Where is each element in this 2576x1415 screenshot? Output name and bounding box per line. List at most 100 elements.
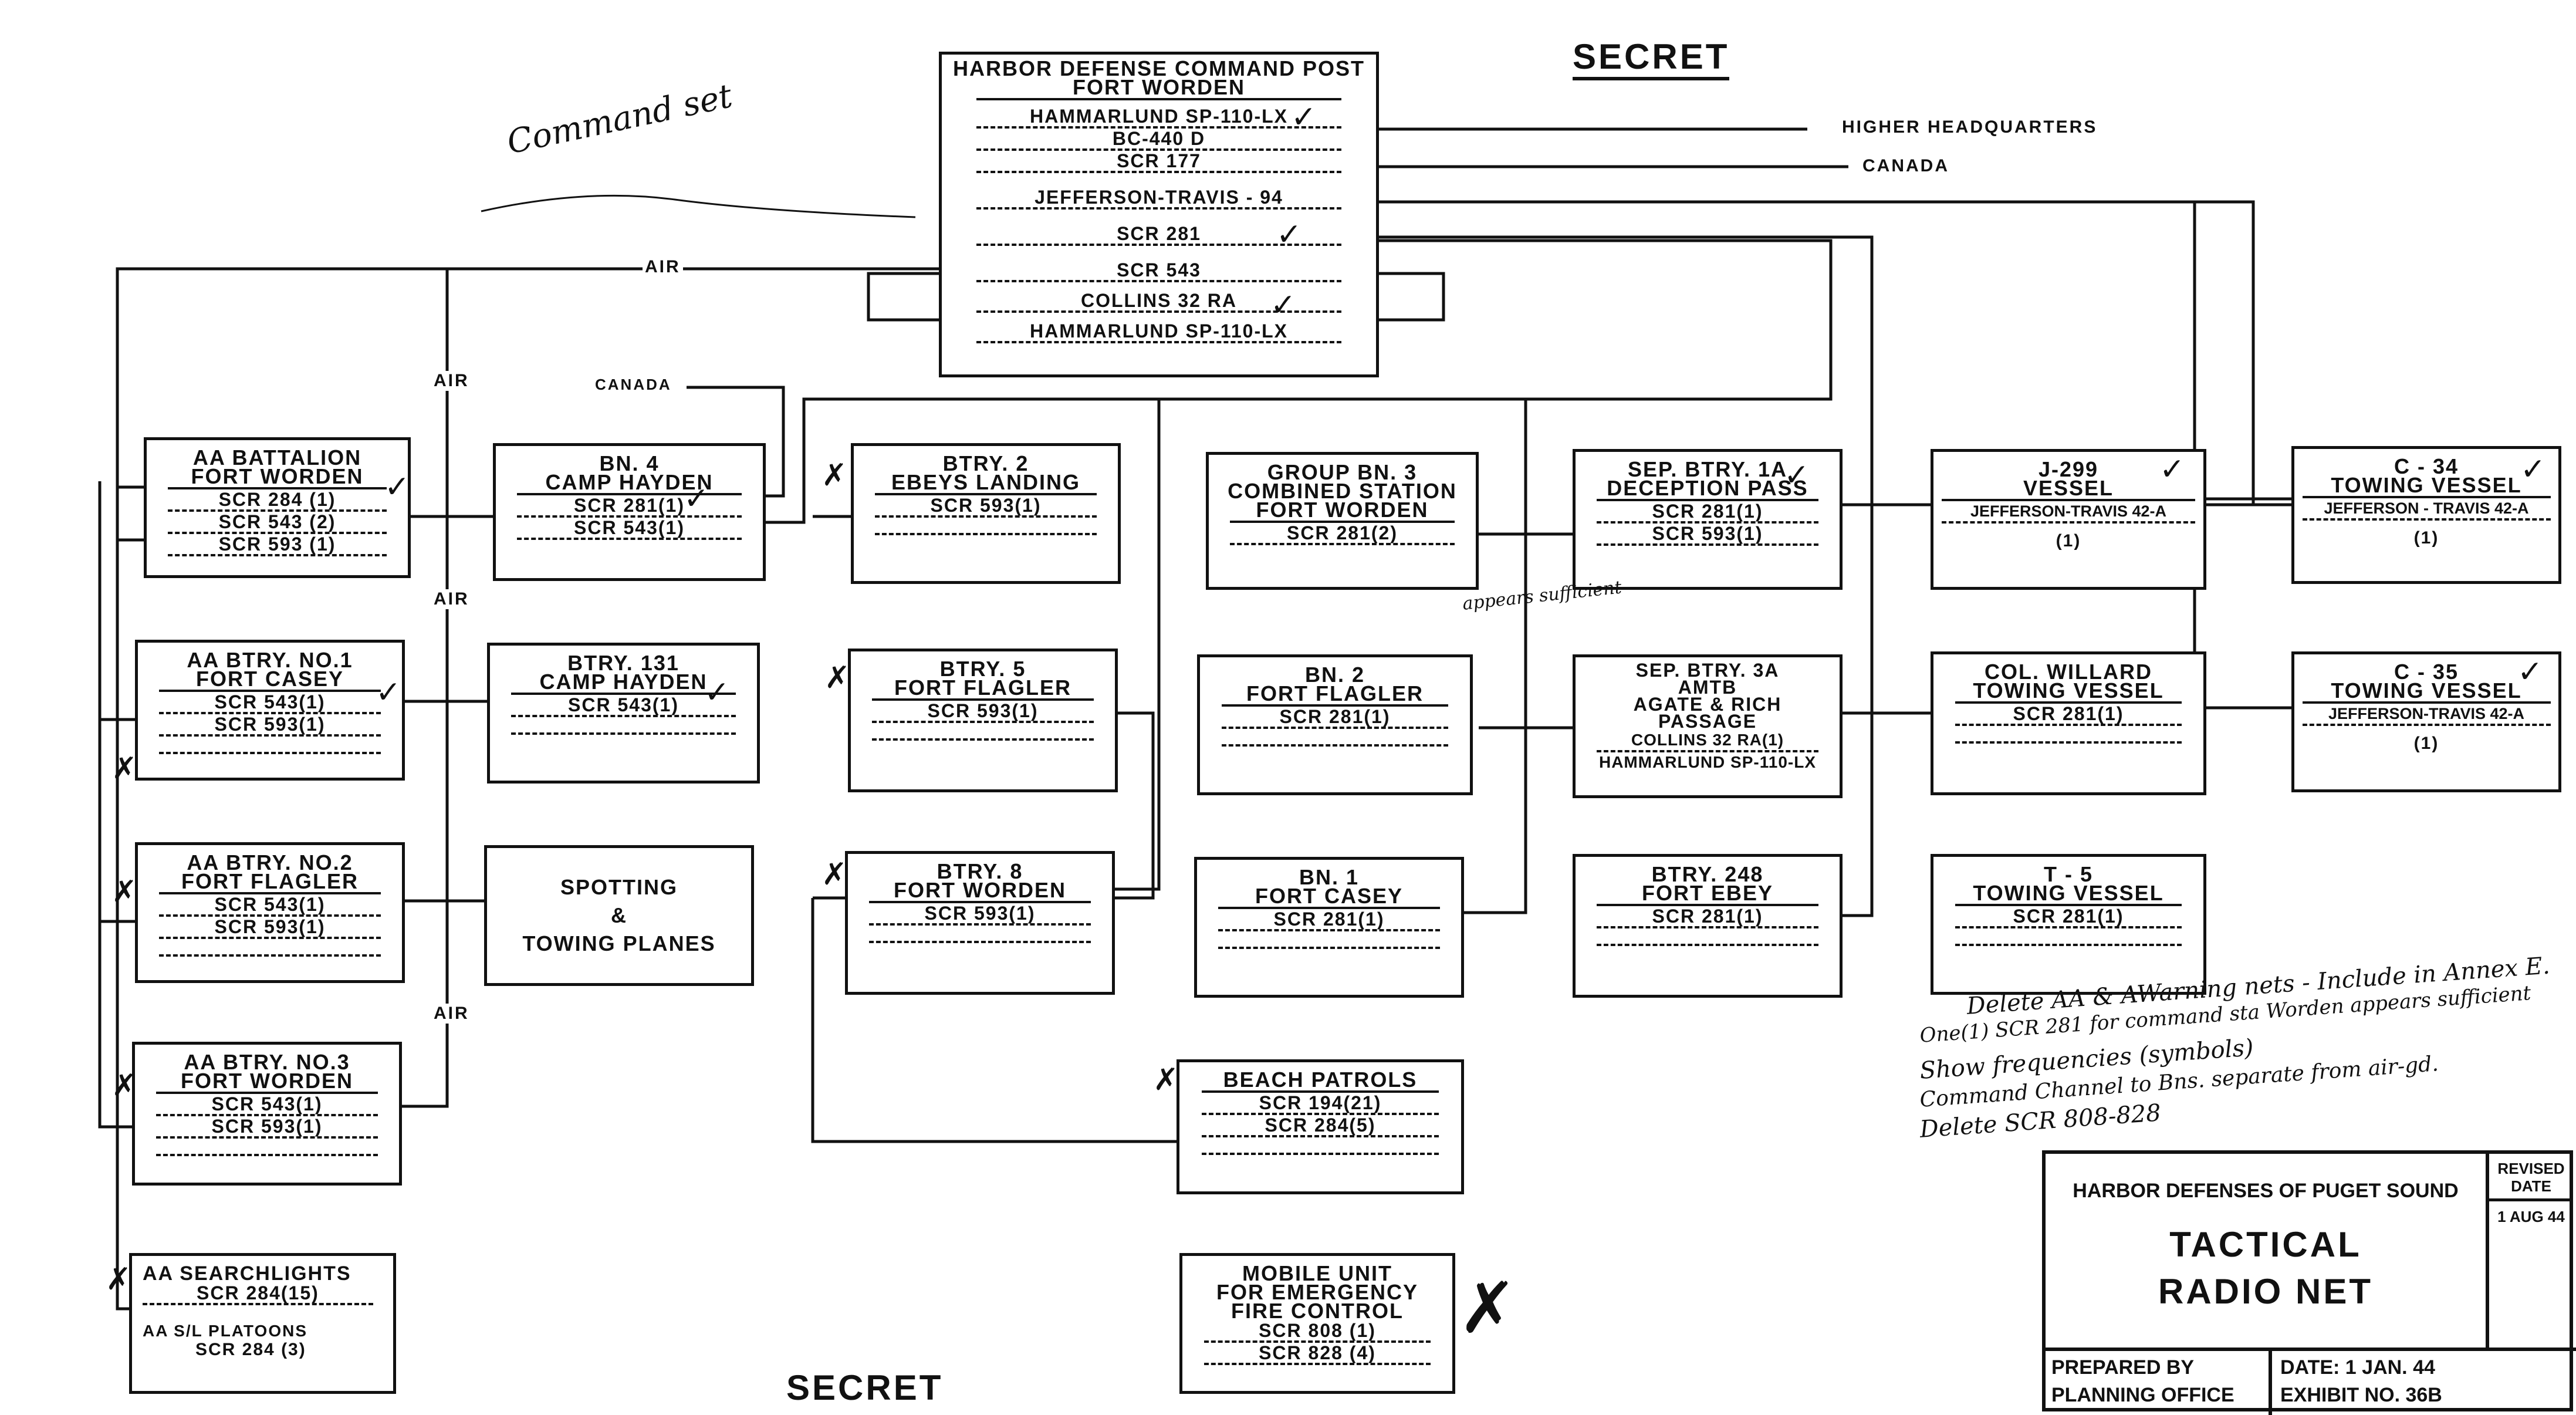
check-mark-icon: ✓ xyxy=(684,481,709,516)
box-col-willard: COL. WILLARD TOWING VESSEL SCR 281(1) xyxy=(1931,651,2206,795)
group-bn3-title-1: GROUP BN. 3 xyxy=(1267,460,1418,484)
sep-btry1a-item-1: SCR 281(1) xyxy=(1597,501,1818,524)
bn2-title-2: FORT FLAGLER xyxy=(1246,681,1424,705)
beach-patrols-item-1: SCR 194(21) xyxy=(1202,1093,1439,1115)
cross-mark-icon: ✗ xyxy=(822,857,847,892)
line-left-trunk xyxy=(98,481,387,1129)
cross-mark-icon: ✗ xyxy=(111,874,137,910)
aa-battalion-item-1: SCR 284 (1) xyxy=(167,489,387,512)
box-aa-battalion: AA BATTALION FORT WORDEN SCR 284 (1) SCR… xyxy=(144,437,411,578)
aa-btry1-item-1: SCR 543(1) xyxy=(159,692,381,714)
check-mark-icon: ✓ xyxy=(2517,654,2543,690)
aa-sl-platoons-title: AA S/L PLATOONS xyxy=(143,1322,307,1340)
btry2-item-1: SCR 593(1) xyxy=(875,495,1097,518)
label-air-2: AIR xyxy=(431,371,472,391)
aa-battalion-title-2: FORT WORDEN xyxy=(191,464,364,488)
cp-title-1: HARBOR DEFENSE COMMAND POST xyxy=(952,56,1365,80)
check-mark-icon: ✓ xyxy=(1291,100,1317,135)
aa-battalion-item-3: SCR 593 (1) xyxy=(167,534,387,556)
aa-searchlights-title: AA SEARCHLIGHTS xyxy=(143,1262,351,1285)
aa-btry2-item-2: SCR 593(1) xyxy=(159,917,381,939)
aa-searchlights-item-1: SCR 284(15) xyxy=(143,1283,373,1305)
aa-btry3-item-2: SCR 593(1) xyxy=(156,1116,378,1139)
aa-btry1-title-1: AA BTRY. NO.1 xyxy=(187,648,353,672)
title-block-revised-date: 1 AUG 44 xyxy=(2497,1208,2565,1225)
secret-stamp-bottom: SECRET xyxy=(786,1368,944,1407)
check-mark-icon: ✓ xyxy=(2159,452,2185,487)
box-j299: J-299 VESSEL JEFFERSON-TRAVIS 42-A (1) xyxy=(1931,449,2206,590)
sep-btry3a-item-1: COLLINS 32 RA(1) xyxy=(1597,730,1818,752)
bn2-title-1: BN. 2 xyxy=(1304,663,1365,687)
sep-btry3a-title-3: AGATE & RICH xyxy=(1633,694,1782,715)
cross-mark-icon: ✗ xyxy=(822,458,847,493)
line-jt94-c35 xyxy=(2193,202,2291,710)
btry2-title-2: EBEYS LANDING xyxy=(891,470,1081,494)
btry5-title-2: FORT FLAGLER xyxy=(894,676,1071,700)
cross-mark-icon: ✗ xyxy=(111,751,137,786)
c35-item-2: (1) xyxy=(2413,734,2439,753)
btry248-item-1: SCR 281(1) xyxy=(1597,906,1818,928)
line-air-trunk xyxy=(387,269,449,1108)
box-sep-btry-3a: SEP. BTRY. 3A AMTB AGATE & RICH PASSAGE … xyxy=(1573,654,1843,798)
cp-item-4: JEFFERSON-TRAVIS - 94 xyxy=(976,187,1341,210)
bn1-item-1: SCR 281(1) xyxy=(1218,909,1440,931)
aa-battalion-item-2: SCR 543 (2) xyxy=(167,512,387,534)
aa-btry2-title-1: AA BTRY. NO.2 xyxy=(187,850,353,874)
box-aa-searchlights: AA SEARCHLIGHTS SCR 284(15) AA S/L PLATO… xyxy=(129,1253,396,1394)
box-beach-patrols: BEACH PATROLS SCR 194(21) SCR 284(5) xyxy=(1177,1059,1464,1194)
bn4-item-1: SCR 281(1) xyxy=(517,495,742,518)
col-willard-title-2: TOWING VESSEL xyxy=(1973,678,2164,703)
cross-mark-icon: ✗ xyxy=(106,1262,131,1297)
cross-mark-icon: ✗ xyxy=(1153,1062,1179,1097)
title-block-date: DATE: 1 JAN. 44 xyxy=(2280,1356,2435,1379)
title-block: HARBOR DEFENSES OF PUGET SOUND TACTICAL … xyxy=(2042,1150,2576,1415)
j299-item-1: JEFFERSON-TRAVIS 42-A xyxy=(1941,501,2196,524)
btry5-item-1: SCR 593(1) xyxy=(872,701,1094,723)
box-bn4: BN. 4 CAMP HAYDEN SCR 281(1) SCR 543(1) xyxy=(493,443,766,581)
c34-title-1: C - 34 xyxy=(2394,454,2459,478)
box-aa-btry-3: AA BTRY. NO.3 FORT WORDEN SCR 543(1) SCR… xyxy=(132,1042,402,1186)
aa-btry1-title-2: FORT CASEY xyxy=(195,667,344,691)
mobile-unit-title-3: FIRE CONTROL xyxy=(1231,1299,1404,1323)
check-mark-icon: ✓ xyxy=(2520,452,2546,487)
box-mobile-unit: MOBILE UNIT FOR EMERGENCY FIRE CONTROL S… xyxy=(1179,1253,1455,1394)
sep-btry1a-item-2: SCR 593(1) xyxy=(1597,524,1818,546)
mobile-unit-item-2: SCR 828 (4) xyxy=(1204,1343,1431,1365)
t5-item-1: SCR 281(1) xyxy=(1955,906,2182,928)
label-canada-int: CANADA xyxy=(593,376,674,394)
t5-title-1: T - 5 xyxy=(2043,862,2093,886)
check-mark-icon: ✓ xyxy=(704,675,730,710)
aa-btry3-item-1: SCR 543(1) xyxy=(156,1094,378,1116)
cp-item-6: SCR 543 xyxy=(976,260,1341,282)
box-c35: C - 35 TOWING VESSEL JEFFERSON-TRAVIS 42… xyxy=(2291,651,2561,792)
box-bn1: BN. 1 FORT CASEY SCR 281(1) xyxy=(1194,857,1464,998)
label-canada-ext: CANADA xyxy=(1860,156,1952,176)
c35-title-1: C - 35 xyxy=(2394,660,2459,684)
label-air-4: AIR xyxy=(431,1004,472,1024)
j299-title-1: J-299 xyxy=(2038,457,2099,481)
cp-item-8: HAMMARLUND SP-110-LX xyxy=(976,321,1341,343)
box-spotting: SPOTTING & TOWING PLANES xyxy=(484,845,754,986)
sep-btry1a-title-2: DECEPTION PASS xyxy=(1607,476,1808,500)
title-block-prepared: PREPARED BY xyxy=(2051,1356,2195,1379)
c34-item-1: JEFFERSON - TRAVIS 42-A xyxy=(2302,498,2551,521)
line-bus-col3 xyxy=(1461,399,1527,914)
box-c34: C - 34 TOWING VESSEL JEFFERSON - TRAVIS … xyxy=(2291,446,2561,584)
t5-title-2: TOWING VESSEL xyxy=(1973,881,2164,905)
bn4-title-1: BN. 4 xyxy=(599,451,660,475)
bn4-item-2: SCR 543(1) xyxy=(517,518,742,540)
sep-btry3a-item-2: HAMMARLUND SP-110-LX xyxy=(1598,753,1817,771)
j299-item-2: (1) xyxy=(2056,531,2081,551)
label-higher-hq: HIGHER HEADQUARTERS xyxy=(1840,117,2100,137)
command-post-box: HARBOR DEFENSE COMMAND POST FORT WORDEN … xyxy=(939,52,1379,377)
box-t5: T - 5 TOWING VESSEL SCR 281(1) xyxy=(1931,854,2206,995)
btry2-title-1: BTRY. 2 xyxy=(942,451,1029,475)
cp-item-2: BC-440 D xyxy=(976,129,1341,151)
cp-title-2: FORT WORDEN xyxy=(1073,75,1245,99)
check-mark-icon: ✓ xyxy=(1270,288,1296,323)
title-block-office: PLANNING OFFICE xyxy=(2051,1384,2234,1406)
line-scr281-bus xyxy=(1361,235,1874,917)
box-btry-248: BTRY. 248 FORT EBEY SCR 281(1) xyxy=(1573,854,1843,998)
cross-mark-icon: ✗ xyxy=(1458,1268,1517,1349)
sep-btry3a-title-4: PASSAGE xyxy=(1658,711,1757,732)
